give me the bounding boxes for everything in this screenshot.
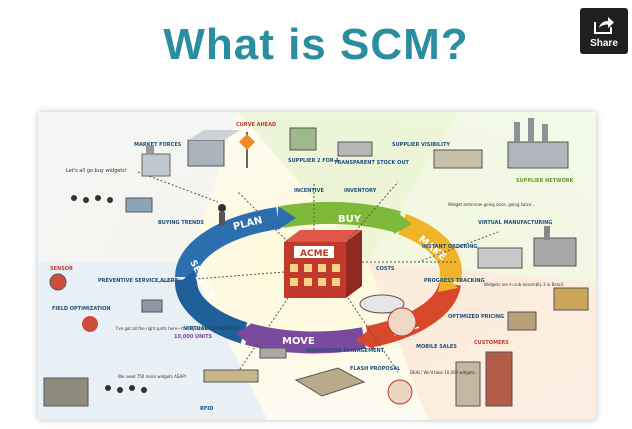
truck-icon xyxy=(125,197,153,213)
label-virtual-manufacturing: VIRTUAL MANUFACTURING xyxy=(478,220,552,226)
label-got-parts: I've got all the right parts here—this'l… xyxy=(116,326,231,331)
label-virtual-logistics: VIRTUAL LOGISTICS xyxy=(184,326,239,332)
market-forces-building-icon xyxy=(141,146,171,177)
sensor-device-icon xyxy=(49,273,67,291)
acme-factory-icon xyxy=(284,230,362,298)
scm-diagram: PLAN BUY MAKE SELL MOVE SERVICE ACME xyxy=(38,112,596,420)
optimized-pricing-factory-icon xyxy=(507,287,589,331)
warehouse-icon xyxy=(43,377,89,407)
scm-illustration: PLAN BUY MAKE SELL MOVE SERVICE ACME xyxy=(38,112,596,420)
share-label: Share xyxy=(590,38,618,49)
label-supplier-network: SUPPLIER NETWORK xyxy=(516,178,575,184)
widgets-factory-icon xyxy=(433,149,483,169)
label-market-forces: MARKET FORCES xyxy=(134,142,182,148)
label-incentive: INCENTIVE xyxy=(294,188,324,194)
label-lets-go: Let's all go buy widgets! xyxy=(66,168,127,174)
warehouse-management-icon xyxy=(294,367,366,397)
mobile-sales-icon xyxy=(387,307,417,337)
supplier-network-factory-icon xyxy=(507,118,569,169)
headquarters-building-icon xyxy=(187,130,240,167)
share-icon xyxy=(594,17,614,34)
customers-buildings-icon xyxy=(455,351,513,407)
label-rfid: RFID xyxy=(200,406,213,412)
label-buying-trends: BUYING TRENDS xyxy=(158,220,204,226)
label-warehouse-management: WAREHOUSE MANAGEMENT xyxy=(306,348,385,354)
label-optimized-pricing: OPTIMIZED PRICING xyxy=(448,314,504,320)
label-widgets-assembly: Widgets are in sub-assembly 3 in Brazil. xyxy=(484,282,564,287)
label-supplier-visibility: SUPPLIER VISIBILITY xyxy=(392,142,450,148)
connector-lines xyxy=(137,171,499,373)
label-sensor: SENSOR xyxy=(50,266,73,272)
label-curve-ahead: CURVE AHEAD xyxy=(236,122,276,128)
supplier-building-icon xyxy=(289,127,373,157)
label-instant-ordering: INSTANT ORDERING xyxy=(422,244,478,250)
car-icon xyxy=(359,294,405,314)
label-need-widgets: We need 750 more widgets ASAP! xyxy=(118,374,186,379)
label-transparent-stock-out: TRANSPARENT STOCK OUT xyxy=(334,160,409,166)
acme-sign: ACME xyxy=(300,249,329,259)
label-field-optimization: FIELD OPTIMIZATION xyxy=(52,306,111,312)
stage-move: MOVE xyxy=(282,336,315,347)
label-flash-proposal: FLASH PROPOSAL xyxy=(350,366,401,372)
label-units: 10,000 UNITS xyxy=(174,334,213,340)
label-supplier-2for1: SUPPLIER 2 FOR 1 xyxy=(288,158,340,164)
label-progress-tracking: PROGRESS TRACKING xyxy=(424,278,485,284)
page-title: What is SCM? xyxy=(163,20,469,69)
ups-truck-icon xyxy=(141,299,163,313)
label-inventory: INVENTORY xyxy=(344,188,377,194)
rfid-train-icon xyxy=(203,347,287,383)
label-customers: CUSTOMERS xyxy=(474,340,509,346)
flash-proposal-people-icon xyxy=(387,379,413,405)
share-button[interactable]: Share xyxy=(580,8,628,54)
field-technician-icon xyxy=(82,316,98,332)
label-preventive-alert: PREVENTIVE SERVICE ALERT xyxy=(98,278,178,284)
people-group-icon xyxy=(71,195,147,393)
label-mobile-sales: MOBILE SALES xyxy=(416,344,457,350)
curve-ahead-sign-icon xyxy=(239,132,255,168)
label-costs: COSTS xyxy=(376,266,395,272)
label-widget-demand: Widget antennae going once, going twice.… xyxy=(448,202,535,207)
virtual-manufacturing-plant-icon xyxy=(477,226,577,269)
label-deal: DEAL! We'll take 10,000 widgets. xyxy=(410,370,476,375)
cycle-ring xyxy=(174,201,463,354)
stage-buy: BUY xyxy=(338,214,362,225)
planner-person-icon xyxy=(218,204,226,226)
